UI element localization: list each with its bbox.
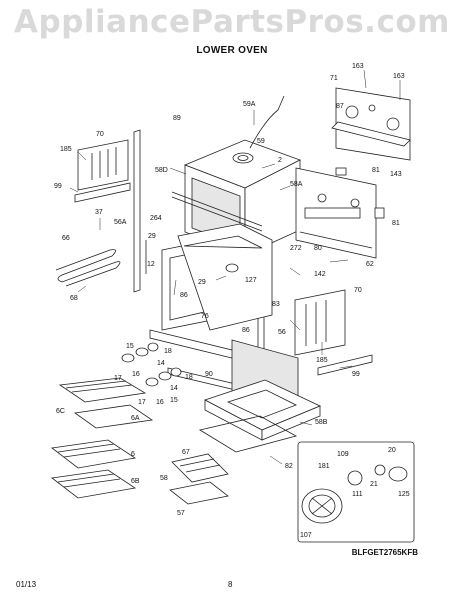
callout-29: 29 [148, 233, 156, 240]
callout-81: 81 [372, 167, 380, 174]
callout-99: 99 [54, 183, 62, 190]
oven-racks [51, 377, 154, 499]
callout-71: 71 [330, 75, 338, 82]
cavity-bottom [198, 339, 321, 453]
callout-6c: 6C [56, 408, 65, 415]
callout-87: 87 [336, 103, 344, 110]
callout-111: 111 [352, 491, 363, 498]
callout-21: 21 [370, 481, 378, 488]
callout-107: 107 [300, 532, 312, 539]
convection-fan-inset [297, 441, 415, 543]
callout-76: 76 [201, 313, 209, 320]
callout-163: 163 [352, 63, 364, 70]
callout-58d: 58D [155, 167, 168, 174]
callout-143: 143 [390, 171, 402, 178]
callout-14: 14 [170, 385, 178, 392]
callout-14: 14 [157, 360, 165, 367]
callout-89: 89 [173, 115, 181, 122]
callout-272: 272 [290, 245, 302, 252]
side-panel-left [74, 139, 131, 203]
leader-lines [69, 69, 401, 465]
callout-99: 99 [352, 371, 360, 378]
rear-panel-upper [331, 87, 411, 161]
callout-37: 37 [95, 209, 103, 216]
callout-70: 70 [354, 287, 362, 294]
callout-58b: 58B [315, 419, 328, 426]
callout-81: 81 [392, 220, 400, 227]
callout-6: 6 [131, 451, 135, 458]
burner-baffle [169, 453, 229, 505]
callout-16: 16 [156, 399, 164, 406]
callout-17: 17 [114, 375, 122, 382]
callout-18: 18 [164, 348, 172, 355]
callout-58a: 58A [290, 181, 303, 188]
callout-62: 62 [366, 261, 374, 268]
callout-86: 86 [180, 292, 188, 299]
callout-185: 185 [316, 357, 328, 364]
callout-125: 125 [398, 491, 410, 498]
rear-panel-lower [295, 167, 385, 259]
callout-56: 56 [278, 329, 286, 336]
callout-67: 67 [182, 449, 190, 456]
callout-15: 15 [126, 343, 134, 350]
callout-20: 20 [388, 447, 396, 454]
igniter-parts [121, 342, 182, 387]
revision-date: 01/13 [16, 580, 37, 589]
callout-66: 66 [62, 235, 70, 242]
callout-163: 163 [393, 73, 405, 80]
callout-59a: 59A [243, 101, 256, 108]
callout-56a: 56A [114, 219, 127, 226]
front-frame [161, 223, 273, 331]
callout-264: 264 [150, 215, 162, 222]
callout-82: 82 [285, 463, 293, 470]
callout-86: 86 [242, 327, 250, 334]
callout-142: 142 [314, 271, 326, 278]
side-panel-right [294, 289, 373, 376]
callout-15: 15 [170, 397, 178, 404]
callout-59: 59 [257, 138, 265, 145]
callout-12: 12 [147, 261, 155, 268]
watermark: AppliancePartsPros.com [14, 4, 450, 40]
page-title: LOWER OVEN [196, 45, 268, 56]
page-number: 8 [228, 580, 233, 589]
model-number: BLFGET2765KFB [351, 548, 418, 557]
callout-58: 58 [160, 475, 168, 482]
callout-18: 18 [185, 374, 193, 381]
callout-70: 70 [96, 131, 104, 138]
callout-17: 17 [138, 399, 146, 406]
callout-68: 68 [70, 295, 78, 302]
callout-109: 109 [337, 451, 349, 458]
callout-80: 80 [314, 245, 322, 252]
callout-127: 127 [245, 277, 257, 284]
callout-16: 16 [132, 371, 140, 378]
callout-90: 90 [205, 371, 213, 378]
callout-83: 83 [272, 301, 280, 308]
callout-6b: 6B [131, 478, 140, 485]
callout-6a: 6A [131, 415, 140, 422]
callout-181: 181 [318, 463, 330, 470]
callout-labels: 163 163 71 87 59A 89 59 2 58D 58A 70 185… [54, 63, 410, 539]
callout-57: 57 [177, 510, 185, 517]
callout-2: 2 [278, 157, 282, 164]
callout-185: 185 [60, 146, 72, 153]
callout-29: 29 [198, 279, 206, 286]
broil-element [55, 249, 121, 287]
